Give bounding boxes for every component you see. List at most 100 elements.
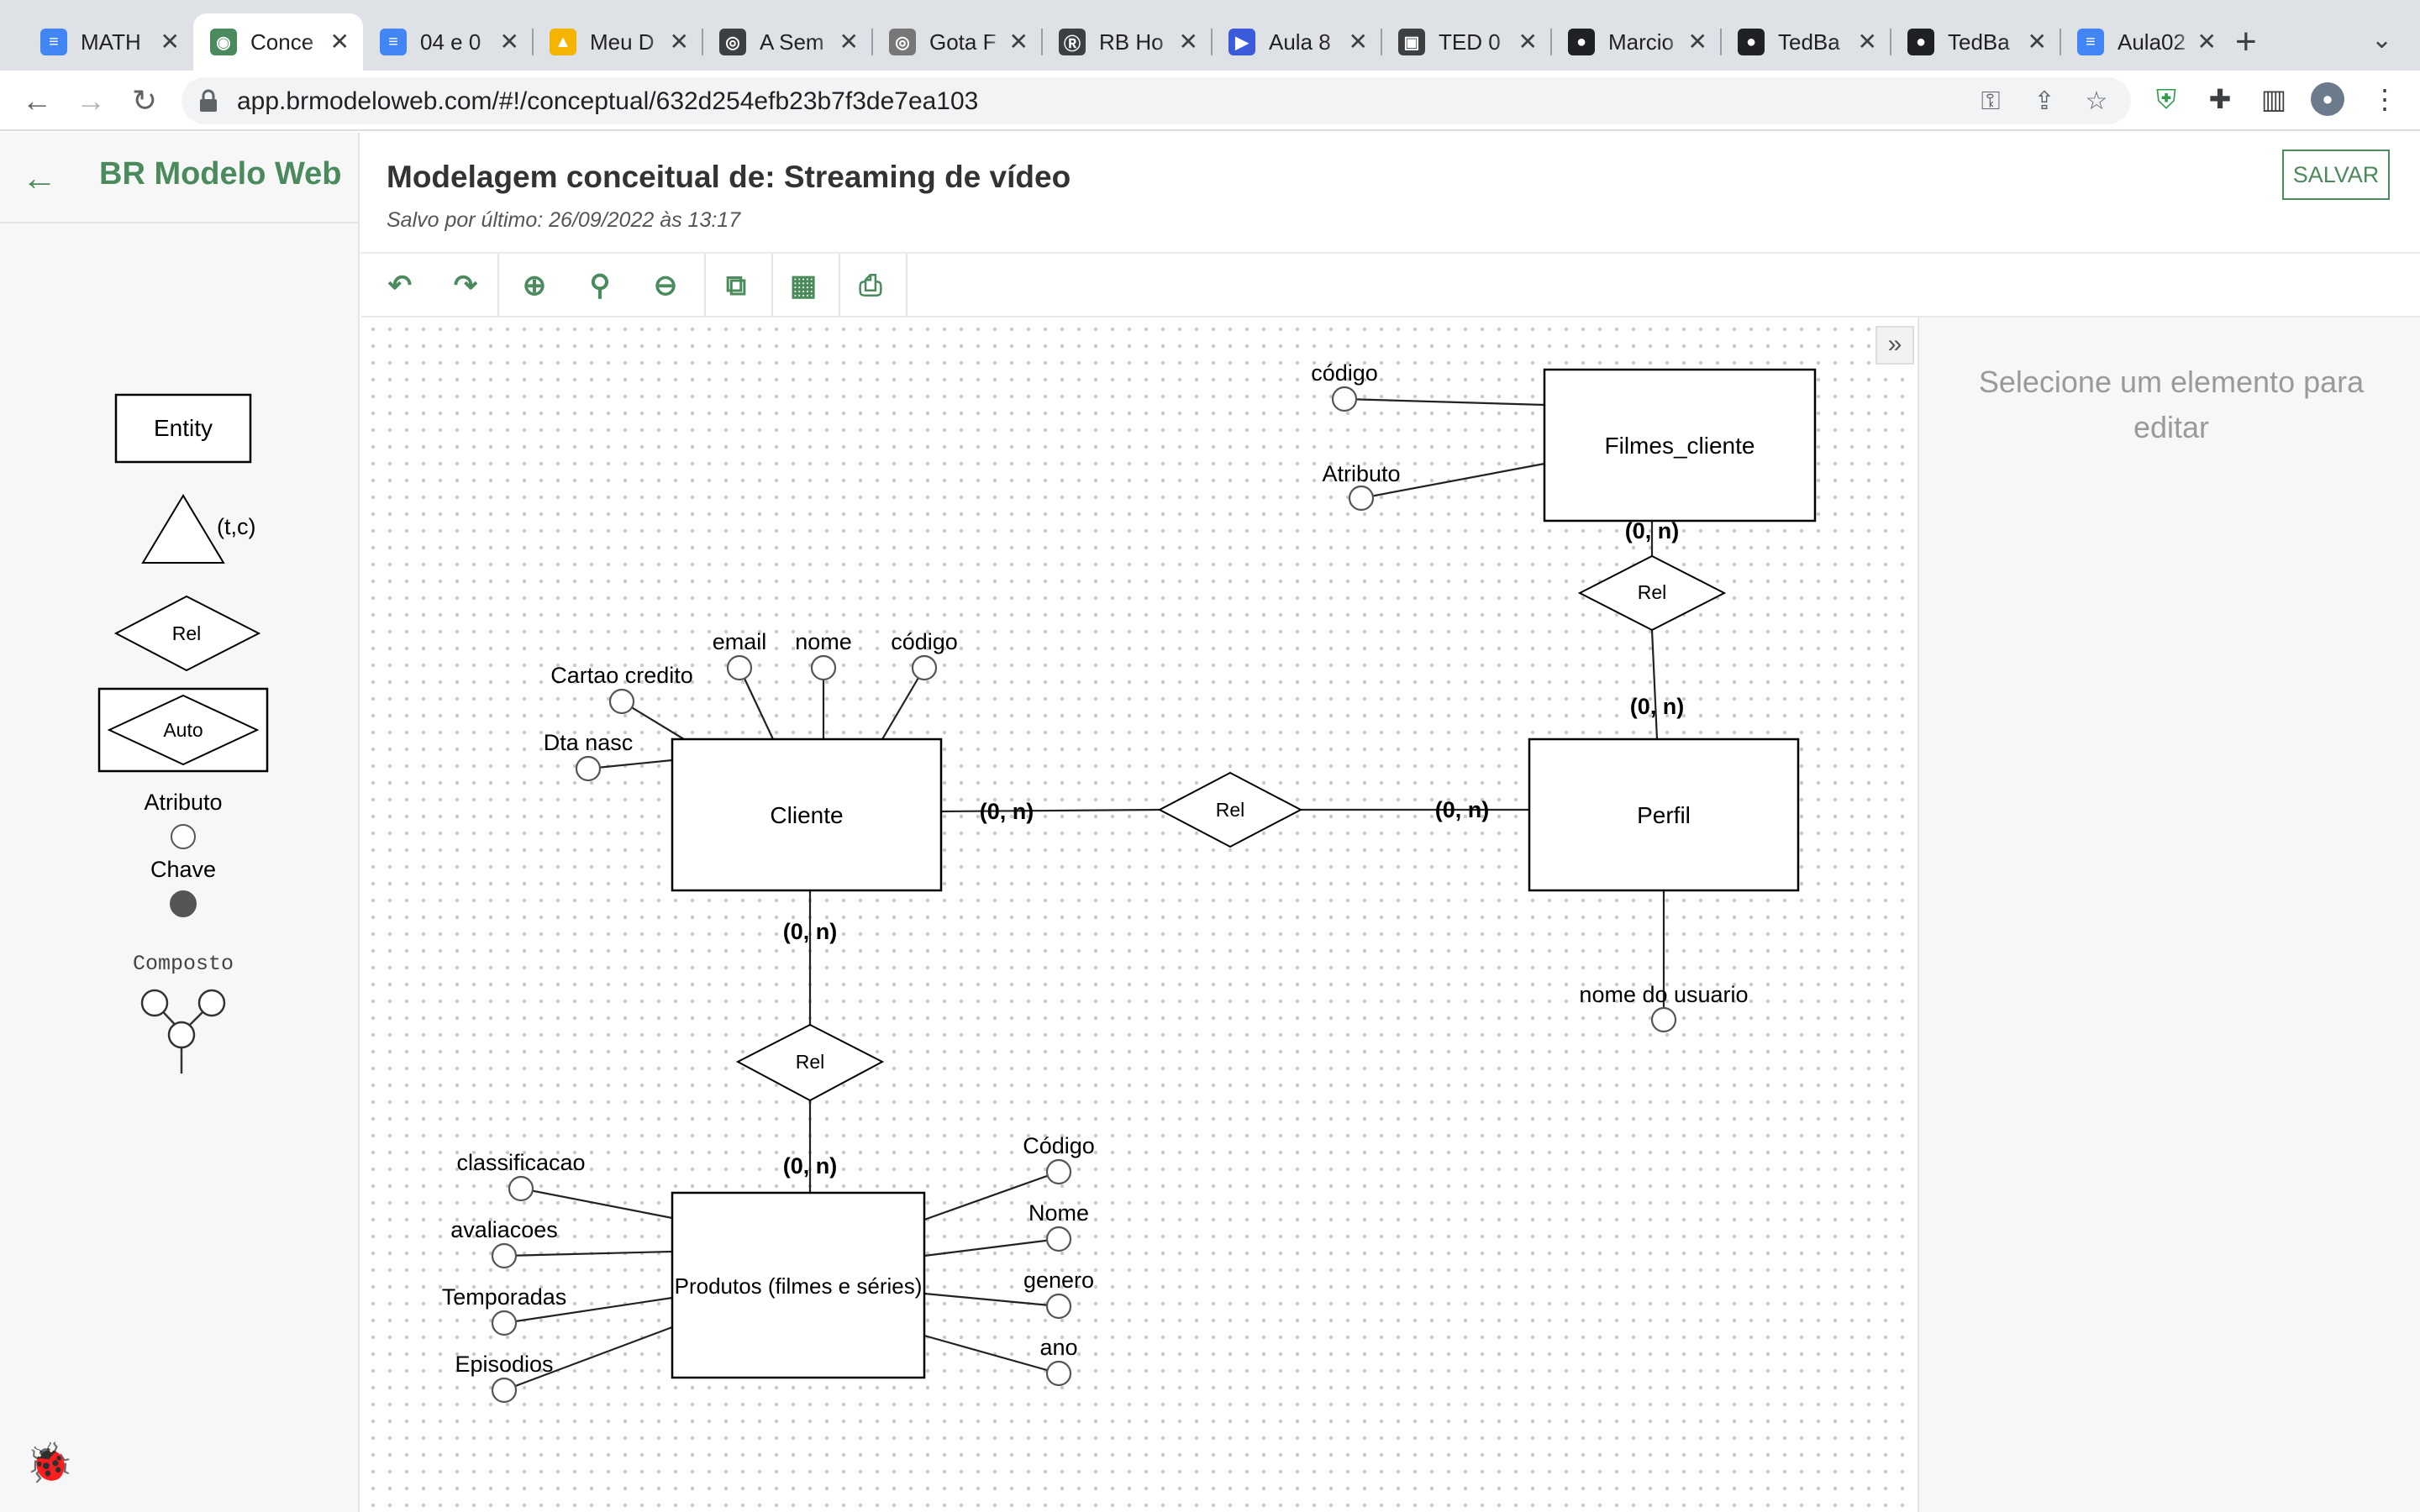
entity-cliente[interactable]: Cliente <box>671 738 943 892</box>
browser-tab[interactable]: ▶Aula 8✕ <box>1212 13 1381 71</box>
attribute-circle[interactable] <box>608 688 635 715</box>
bookmark-star-icon[interactable]: ☆ <box>2085 87 2108 115</box>
browser-tab[interactable]: ◉Conce✕ <box>193 13 363 71</box>
attribute-circle[interactable] <box>1650 1006 1677 1033</box>
attribute-label: genero <box>1023 1268 1094 1293</box>
close-tab-icon[interactable]: ✕ <box>1518 29 1538 55</box>
attribute-circle[interactable] <box>491 1310 518 1336</box>
browser-tab[interactable]: ▲Meu D✕ <box>533 13 702 71</box>
tab-separator <box>532 29 534 55</box>
palette-specialization[interactable]: (t,c) <box>141 494 256 564</box>
browser-tab[interactable]: ●TedBa✕ <box>1721 13 1891 71</box>
attribute-circle[interactable] <box>1045 1158 1072 1185</box>
cardinality-label[interactable]: (0, n) <box>783 919 838 944</box>
new-tab-button[interactable]: + <box>2235 21 2257 62</box>
browser-tab[interactable]: ◎A Sem✕ <box>702 13 872 71</box>
brand-title[interactable]: BR Modelo Web <box>99 156 342 192</box>
palette-composite[interactable]: Composto <box>133 952 234 1074</box>
attribute-circle[interactable] <box>575 755 602 782</box>
duplicate-icon[interactable]: ⧉ <box>725 270 747 302</box>
forward-icon[interactable]: → <box>76 83 106 118</box>
bug-report-icon[interactable]: 🐞 <box>25 1441 74 1484</box>
browser-tab[interactable]: ●Marcio✕ <box>1551 13 1721 71</box>
browser-tab[interactable]: ≡MATH✕ <box>24 13 193 71</box>
zoom-reset-icon[interactable]: ⚲ <box>589 270 611 302</box>
browser-tab[interactable]: ≡04 e 0✕ <box>363 13 533 71</box>
chrome-menu-icon[interactable]: ⋮ <box>2371 84 2398 114</box>
attribute-circle[interactable] <box>1045 1360 1072 1387</box>
google-drive-icon: ▲ <box>550 29 576 55</box>
zoom-in-icon[interactable]: ⊕ <box>522 270 547 302</box>
entity-perfil[interactable]: Perfil <box>1528 738 1800 892</box>
close-tab-icon[interactable]: ✕ <box>2196 29 2217 55</box>
diagram-canvas[interactable]: Filmes_cliente Cliente Perfil Produtos (… <box>361 318 1918 1512</box>
attribute-circle[interactable] <box>1348 485 1375 512</box>
tab-separator <box>702 29 703 55</box>
entity-filmes-cliente[interactable]: Filmes_cliente <box>1543 368 1817 522</box>
attribute-circle[interactable] <box>810 654 837 681</box>
cardinality-label[interactable]: (0, n) <box>783 1153 838 1179</box>
browser-tab[interactable]: ●TedBa✕ <box>1891 13 2060 71</box>
palette-key[interactable]: Chave <box>150 857 216 917</box>
close-tab-icon[interactable]: ✕ <box>499 29 519 55</box>
attribute-circle[interactable] <box>491 1377 518 1404</box>
close-tab-icon[interactable]: ✕ <box>1008 29 1028 55</box>
palette-associative[interactable]: Auto <box>97 687 269 773</box>
close-tab-icon[interactable]: ✕ <box>1687 29 1707 55</box>
extension-shield-icon[interactable]: ⛨ <box>2155 84 2176 114</box>
zoom-out-icon[interactable]: ⊖ <box>653 270 678 302</box>
cardinality-label[interactable]: (0, n) <box>980 799 1034 824</box>
close-tab-icon[interactable]: ✕ <box>1857 29 1877 55</box>
close-tab-icon[interactable]: ✕ <box>1348 29 1368 55</box>
share-icon[interactable]: ⇪ <box>2033 87 2055 115</box>
attribute-circle[interactable] <box>1331 386 1358 412</box>
cardinality-label[interactable]: (0, n) <box>1435 797 1490 822</box>
palette-entity[interactable]: Entity <box>114 393 252 464</box>
collapse-panel-icon[interactable]: » <box>1876 326 1914 365</box>
save-button[interactable]: SALVAR <box>2282 150 2390 200</box>
lock-icon[interactable] <box>198 89 218 113</box>
side-panel-icon[interactable]: ▥ <box>2260 84 2287 114</box>
key-icon[interactable]: ⚿ <box>1981 87 2001 115</box>
close-tab-icon[interactable]: ✕ <box>2027 29 2047 55</box>
browser-tab[interactable]: ◎Gota F✕ <box>872 13 1042 71</box>
cardinality-label[interactable]: (0, n) <box>1630 694 1685 719</box>
reload-icon[interactable]: ↻ <box>131 83 158 118</box>
close-tab-icon[interactable]: ✕ <box>839 29 859 55</box>
url-text[interactable]: app.brmodeloweb.com/#!/conceptual/632d25… <box>237 87 979 115</box>
close-tab-icon[interactable]: ✕ <box>1178 29 1198 55</box>
redo-icon[interactable]: ↷ <box>453 270 478 302</box>
attribute-label: Nome <box>1028 1200 1089 1226</box>
extensions-puzzle-icon[interactable]: ✚ <box>2208 84 2232 114</box>
palette-attribute[interactable]: Atributo <box>144 790 223 849</box>
close-tab-icon[interactable]: ✕ <box>329 29 350 55</box>
attribute-circle[interactable] <box>1045 1226 1072 1252</box>
close-tab-icon[interactable]: ✕ <box>669 29 689 55</box>
attribute-circle[interactable] <box>911 654 938 681</box>
back-icon[interactable]: ← <box>22 83 52 118</box>
toolbar-divider <box>839 254 840 318</box>
attribute-circle[interactable] <box>491 1242 518 1269</box>
relationship-cliente-perfil[interactable]: Rel <box>1157 771 1303 848</box>
attribute-circle[interactable] <box>508 1175 534 1202</box>
attribute-circle[interactable] <box>1045 1293 1072 1320</box>
close-tab-icon[interactable]: ✕ <box>160 29 180 55</box>
browser-tab[interactable]: ≡Aula02✕ <box>2060 13 2230 71</box>
back-arrow-icon[interactable]: ← <box>22 158 57 197</box>
print-icon[interactable]: ⎙ <box>859 270 882 302</box>
undo-icon[interactable]: ↶ <box>387 270 413 302</box>
palette-relationship[interactable]: Rel <box>113 595 261 672</box>
tab-separator <box>1211 29 1213 55</box>
convert-table-icon[interactable]: ▦ <box>789 270 818 302</box>
palette-key-label: Chave <box>150 857 216 882</box>
relationship-cliente-produtos[interactable]: Rel <box>735 1023 885 1102</box>
cardinality-label[interactable]: (0, n) <box>1625 518 1680 543</box>
address-bar[interactable]: app.brmodeloweb.com/#!/conceptual/632d25… <box>182 77 2131 124</box>
attribute-circle[interactable] <box>726 654 753 681</box>
tab-search-icon[interactable]: ⌄ <box>2371 26 2393 54</box>
entity-produtos[interactable]: Produtos (filmes e séries) <box>671 1191 926 1379</box>
relationship-filmes-perfil[interactable]: Rel <box>1577 554 1727 632</box>
profile-avatar[interactable]: ● <box>2311 82 2344 116</box>
browser-tab[interactable]: ▣TED 0✕ <box>1381 13 1551 71</box>
